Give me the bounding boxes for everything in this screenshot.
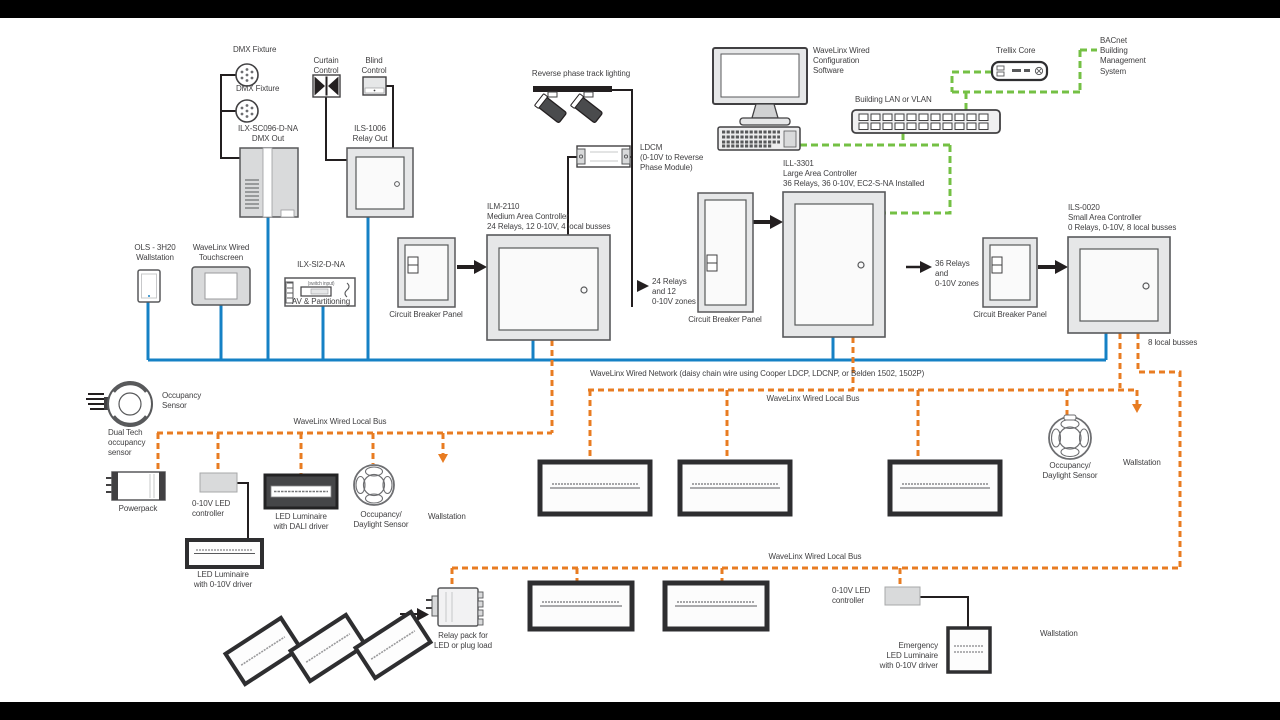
relay-out-panel-icon xyxy=(346,147,414,218)
led-luminaire-icon xyxy=(887,459,1003,517)
label-blind-control: Blind Control xyxy=(361,56,387,76)
label-wallstation-mid: Wallstation xyxy=(1123,458,1161,467)
occupancy-daylight-sensor-icon xyxy=(353,464,395,506)
led-controller-icon xyxy=(199,472,238,493)
label-curtain-control: Curtain Control xyxy=(313,56,339,76)
curtain-control-icon xyxy=(312,74,341,98)
lan-links xyxy=(800,48,1097,215)
label-track-lighting: Reverse phase track lighting xyxy=(531,69,631,78)
label-dmx-fixture-2: DMX Fixture xyxy=(236,84,280,93)
label-dual-tech-sensor: Dual Tech occupancy sensor xyxy=(108,428,146,458)
wavelinx-network-lines xyxy=(146,217,1108,362)
luminaire-010v-icon xyxy=(185,538,264,569)
label-si2-model: ILX-SI2-D-NA xyxy=(297,260,345,270)
label-bacnet-bms: BACnet Building Management System xyxy=(1100,36,1146,76)
occupancy-daylight-sensor-icon xyxy=(1048,414,1092,460)
large-area-controller-icon xyxy=(782,191,886,338)
label-24-relays: 24 Relays and 12 0-10V zones xyxy=(652,277,696,307)
led-luminaire-icon xyxy=(527,580,635,632)
label-luminaire-010v: LED Luminaire with 0-10V driver xyxy=(193,570,253,590)
local-bus-lines xyxy=(156,333,1182,588)
circuit-breaker-panel-icon xyxy=(697,192,754,313)
label-si2-sub: (switch input) xyxy=(307,280,335,287)
luminaire-dali-icon xyxy=(263,473,339,510)
breaker-feed-arrows xyxy=(417,215,1068,621)
angled-luminaire-icon xyxy=(222,615,304,687)
dmx-fixture-icon xyxy=(235,63,259,87)
label-powerpack: Powerpack xyxy=(118,504,158,513)
label-ldcm: LDCM (0-10V to Reverse Phase Module) xyxy=(640,143,704,173)
label-local-bus-left: WaveLinx Wired Local Bus xyxy=(293,417,387,426)
emergency-luminaire-icon xyxy=(946,626,992,674)
medium-area-controller-icon xyxy=(486,234,611,341)
dual-tech-occupancy-sensor-icon xyxy=(104,381,153,427)
label-local-bus-mid: WaveLinx Wired Local Bus xyxy=(766,394,860,403)
led-controller-icon xyxy=(884,586,921,606)
label-si2-module: ILX-SI2-D-NA (switch input) AV & Partiti… xyxy=(271,250,371,318)
led-luminaire-icon xyxy=(677,459,793,517)
track-lighting-icon xyxy=(533,86,612,123)
circuit-breaker-panel-icon xyxy=(982,237,1038,308)
label-circuit-breaker-panel-3: Circuit Breaker Panel xyxy=(973,310,1047,319)
label-luminaire-dali: LED Luminaire with DALI driver xyxy=(273,512,329,532)
dmx-out-module-icon xyxy=(239,147,299,218)
label-relay-out: ILS-1006 Relay Out xyxy=(352,124,388,144)
label-trellix-core: Trellix Core xyxy=(996,46,1036,55)
label-dmx-fixture-1: DMX Fixture xyxy=(233,45,277,54)
small-area-controller-icon xyxy=(1067,236,1171,334)
wallstation-icon xyxy=(137,269,161,303)
label-config-software: WaveLinx Wired Configuration Software xyxy=(813,46,870,76)
led-luminaire-icon xyxy=(662,580,770,632)
label-large-area-controller: ILL-3301 Large Area Controller 36 Relays… xyxy=(783,159,925,189)
circuit-breaker-panel-icon xyxy=(397,237,456,308)
blind-control-icon xyxy=(362,76,387,96)
label-emergency-luminaire: Emergency LED Luminaire with 0-10V drive… xyxy=(879,641,938,671)
label-local-bus-bottom: WaveLinx Wired Local Bus xyxy=(768,552,862,561)
led-luminaire-icon xyxy=(537,459,653,517)
dmx-fixture-icon xyxy=(235,99,259,123)
label-si2-use: AV & Partitioning xyxy=(291,297,351,307)
ldcm-module-icon xyxy=(576,145,631,168)
label-building-lan: Building LAN or VLAN xyxy=(855,95,932,104)
label-touchscreen: WaveLinx Wired Touchscreen xyxy=(192,243,250,263)
label-ols-wallstation: OLS - 3H20 Wallstation xyxy=(134,243,176,263)
angled-luminaire-icon xyxy=(287,612,369,684)
label-wallstation-bottom: Wallstation xyxy=(1040,629,1078,638)
label-circuit-breaker-panel-1: Circuit Breaker Panel xyxy=(389,310,463,319)
powerpack-icon xyxy=(106,471,166,501)
angled-luminaire-icon xyxy=(352,609,434,681)
label-occupancy-sensor: Occupancy Sensor xyxy=(162,391,202,411)
field-wires xyxy=(86,74,969,628)
label-dmx-out: ILX-SC096-D-NA DMX Out xyxy=(238,124,298,144)
label-wallstation-left: Wallstation xyxy=(428,512,466,521)
switch-input-module-icon xyxy=(284,277,356,307)
relay-pack-icon xyxy=(426,587,484,627)
label-occ-daylight-left: Occupancy/ Daylight Sensor xyxy=(353,510,409,530)
label-wired-network: WaveLinx Wired Network (daisy chain wire… xyxy=(590,369,925,378)
configuration-pc-icon xyxy=(712,47,808,151)
trellix-core-icon xyxy=(990,60,1049,82)
label-circuit-breaker-panel-2: Circuit Breaker Panel xyxy=(688,315,762,324)
label-occ-daylight-right: Occupancy/ Daylight Sensor xyxy=(1042,461,1098,481)
label-8-local-busses: 8 local busses xyxy=(1148,338,1198,347)
label-small-area-controller: ILS-0020 Small Area Controller 0 Relays,… xyxy=(1068,203,1177,233)
label-36-relays: 36 Relays and 0-10V zones xyxy=(935,259,979,289)
local-bus-arrowheads xyxy=(438,404,1142,463)
lan-switch-icon xyxy=(851,109,1001,134)
touchscreen-icon xyxy=(191,266,251,306)
label-relay-pack: Relay pack for LED or plug load xyxy=(434,631,492,651)
label-medium-area-controller: ILM-2110 Medium Area Controller 24 Relay… xyxy=(487,202,611,232)
label-led-controller-left: 0-10V LED controller xyxy=(192,499,231,519)
label-led-controller-bottom: 0-10V LED controller xyxy=(832,586,871,606)
